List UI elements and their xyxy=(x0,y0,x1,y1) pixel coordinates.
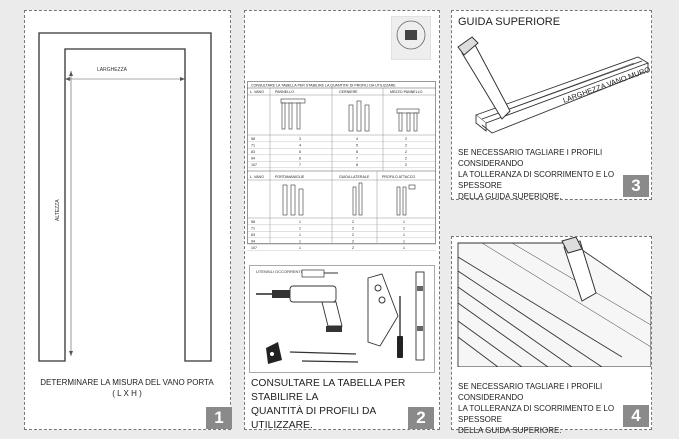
panel-3-top-guide: GUIDA SUPERIORE LARGHEZZA VANO MURO SE N… xyxy=(451,10,652,201)
table-cell: 1 xyxy=(299,240,301,244)
table-cell: 2 xyxy=(405,163,407,167)
profiles-table: CONSULTARE LA TABELLA PER STABILIRE LA Q… xyxy=(247,81,436,251)
table-cell: 1 xyxy=(299,233,301,237)
table-cell: 1 xyxy=(299,227,301,231)
col-profilo-attacco: PROFILO ATTACCO xyxy=(382,175,415,179)
table-cell: 94 xyxy=(251,157,255,161)
table-cell: 2 xyxy=(352,227,354,231)
table-cell: 1 xyxy=(403,220,405,224)
step-number-4: 4 xyxy=(623,405,649,427)
table-cell: 2 xyxy=(352,240,354,244)
col-luce-1: L. VANO xyxy=(250,90,264,94)
door-frame-diagram xyxy=(38,32,212,362)
col-mezzo-pannello: MEZZO PANNELLO xyxy=(390,90,423,94)
table-cell: 4 xyxy=(299,144,301,148)
table-cell: 58 xyxy=(251,220,255,224)
profiles-cut-diagram xyxy=(457,237,651,367)
width-label: LARGHEZZA xyxy=(97,67,128,73)
table-cell: 5 xyxy=(299,150,301,154)
step-number-2: 2 xyxy=(408,407,434,429)
cutter-icon xyxy=(266,342,282,364)
table-cell: 1 xyxy=(299,220,301,224)
height-label: ALTEZZA xyxy=(55,199,61,221)
table-cell: 71 xyxy=(251,144,255,148)
table-rows-1: 58 3 4 2 71 4 5 2 83 5 6 2 94 6 7 2 107 7 8 2 xyxy=(247,134,436,168)
col-guida-laterale: GUIDA LATERALE xyxy=(339,175,370,179)
col-portamaniglie: PORTAMANIGLIE xyxy=(275,175,305,179)
certification-logo xyxy=(391,16,431,60)
table-cell: 5 xyxy=(356,144,358,148)
table-cell: 2 xyxy=(405,144,407,148)
table-title: CONSULTARE LA TABELLA PER STABILIRE LA Q… xyxy=(251,83,396,87)
panel-2-table: CONSULTARE LA TABELLA PER STABILIRE LA Q… xyxy=(244,10,440,431)
table-cell: 1 xyxy=(403,240,405,244)
tools-label: UTENSILI OCCORRENTI xyxy=(256,269,303,274)
table-cell: 6 xyxy=(299,157,301,161)
table-cell: 1 xyxy=(403,227,405,231)
table-cell: 7 xyxy=(356,157,358,161)
table-cell: 107 xyxy=(251,163,257,167)
tools-box: UTENSILI OCCORRENTI xyxy=(249,265,435,373)
table-cell: 107 xyxy=(251,246,257,250)
table-cell: 2 xyxy=(405,157,407,161)
table-cell: 58 xyxy=(251,137,255,141)
saw-icon xyxy=(367,273,399,347)
table-cell: 1 xyxy=(403,233,405,237)
table-cell: 2 xyxy=(352,220,354,224)
col-cerniere: CERNIERE xyxy=(339,90,358,94)
panel-3-caption: SE NECESSARIO TAGLIARE I PROFILI CONSIDE… xyxy=(458,148,615,201)
table-cell: 83 xyxy=(251,233,255,237)
level-icon xyxy=(415,271,425,361)
tape-measure-icon xyxy=(301,269,338,278)
step-number-3: 3 xyxy=(623,175,649,197)
table-cell: 94 xyxy=(251,240,255,244)
hand-saw-icon xyxy=(457,36,511,120)
panel-3-title: GUIDA SUPERIORE xyxy=(458,16,561,28)
table-cell: 83 xyxy=(251,150,255,154)
col-luce-2: L. VANO xyxy=(250,175,264,179)
table-cell: 7 xyxy=(299,163,301,167)
top-guide-rail-diagram: LARGHEZZA VANO MURO xyxy=(457,36,651,134)
step-number-1: 1 xyxy=(206,407,232,429)
panel-4-cut-profiles: SE NECESSARIO TAGLIARE I PROFILI CONSIDE… xyxy=(451,236,652,435)
panel-4-caption: SE NECESSARIO TAGLIARE I PROFILI CONSIDE… xyxy=(458,382,615,435)
table-cell: 4 xyxy=(356,137,358,141)
table-cell: 3 xyxy=(299,137,301,141)
table-cell: 8 xyxy=(356,163,358,167)
table-cell: 2 xyxy=(405,137,407,141)
table-cell: 1 xyxy=(299,246,301,250)
table-cell: 1 xyxy=(403,246,405,250)
table-cell: 2 xyxy=(352,246,354,250)
pencil-icon xyxy=(289,351,359,363)
table-cell: 6 xyxy=(356,150,358,154)
screwdriver-icon xyxy=(397,296,403,358)
table-cell: 71 xyxy=(251,227,255,231)
table-cell: 2 xyxy=(352,233,354,237)
panel-1-measure-door: LARGHEZZA ALTEZZA DETERMINARE LA MISURA … xyxy=(24,10,232,430)
panel-2-caption: CONSULTARE LA TABELLA PER STABILIRE LA Q… xyxy=(251,378,406,431)
table-cell: 2 xyxy=(405,150,407,154)
drill-icon xyxy=(256,285,343,332)
saw-cut-icon xyxy=(561,237,597,302)
panel-1-caption: DETERMINARE LA MISURA DEL VANO PORTA ( L… xyxy=(40,378,214,398)
col-pannello: PANNELLO xyxy=(275,90,294,94)
